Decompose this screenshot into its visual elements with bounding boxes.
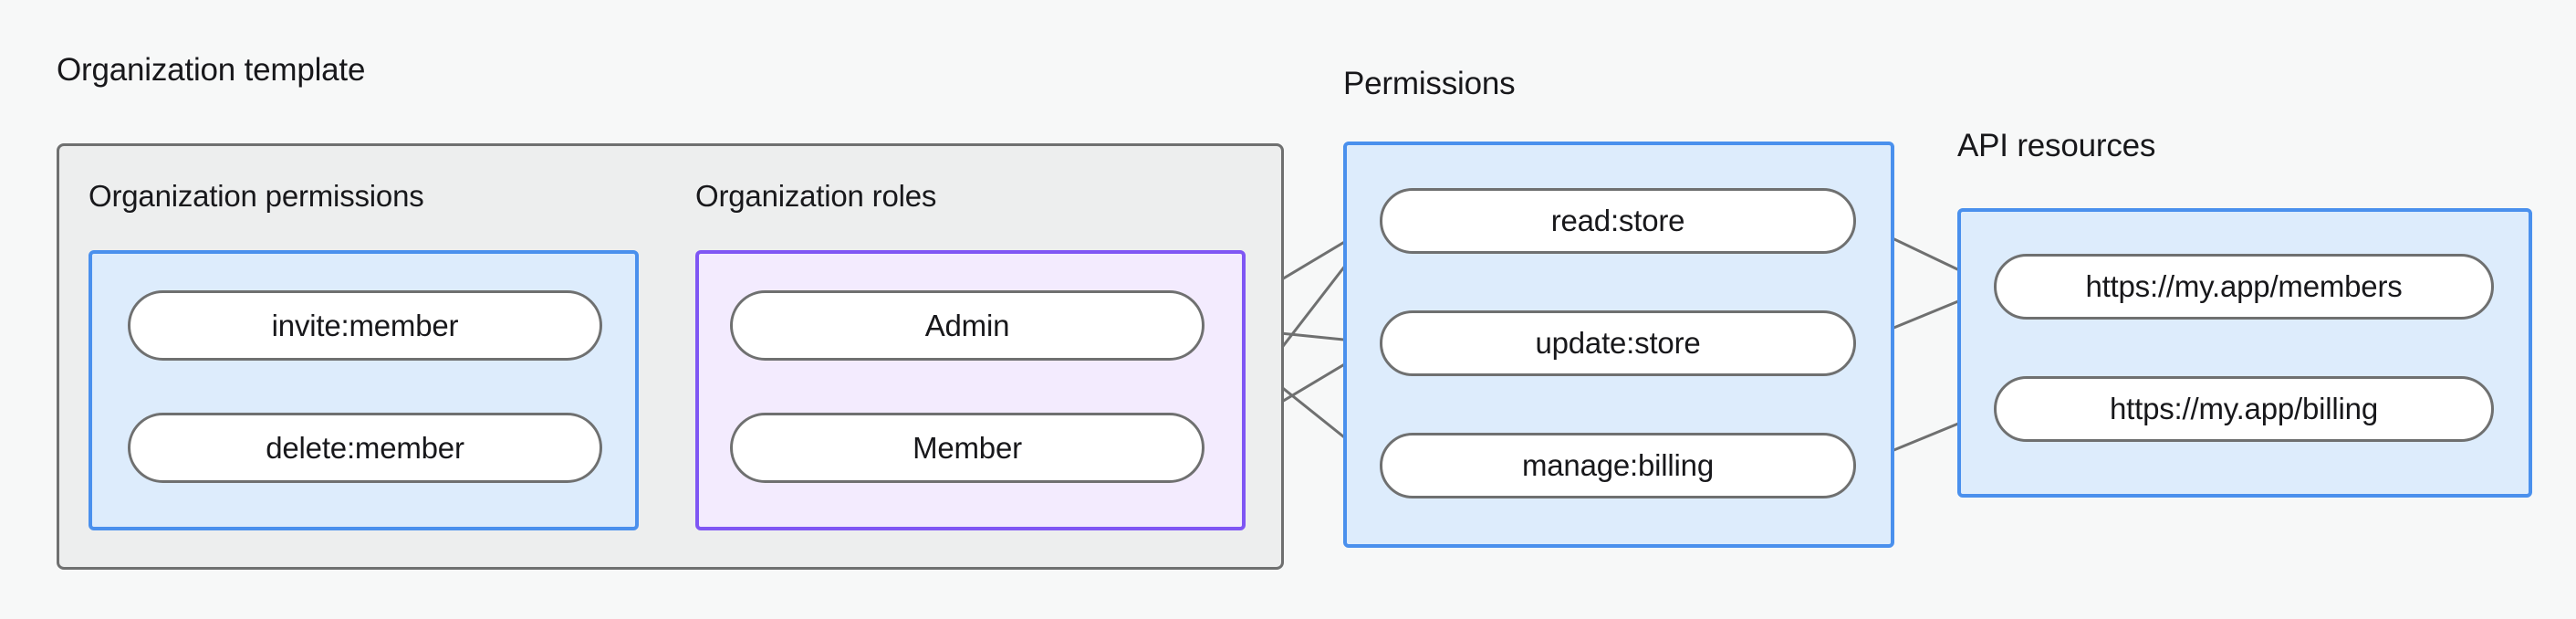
node-read-store[interactable]: read:store <box>1380 188 1856 254</box>
node-delete-member[interactable]: delete:member <box>128 413 602 483</box>
node-admin[interactable]: Admin <box>730 290 1205 361</box>
node-resource-billing[interactable]: https://my.app/billing <box>1994 376 2494 442</box>
node-resource-members[interactable]: https://my.app/members <box>1994 254 2494 320</box>
group-title-permissions: Permissions <box>1343 66 1516 101</box>
group-title-api-resources: API resources <box>1957 128 2156 163</box>
subgroup-title-organization-permissions: Organization permissions <box>89 179 424 213</box>
node-manage-billing[interactable]: manage:billing <box>1380 433 1856 498</box>
api-resources-container <box>1957 208 2532 498</box>
node-member[interactable]: Member <box>730 413 1205 483</box>
subgroup-title-organization-roles: Organization roles <box>695 179 937 213</box>
node-update-store[interactable]: update:store <box>1380 310 1856 376</box>
group-title-organization-template: Organization template <box>57 52 366 88</box>
node-invite-member[interactable]: invite:member <box>128 290 602 361</box>
